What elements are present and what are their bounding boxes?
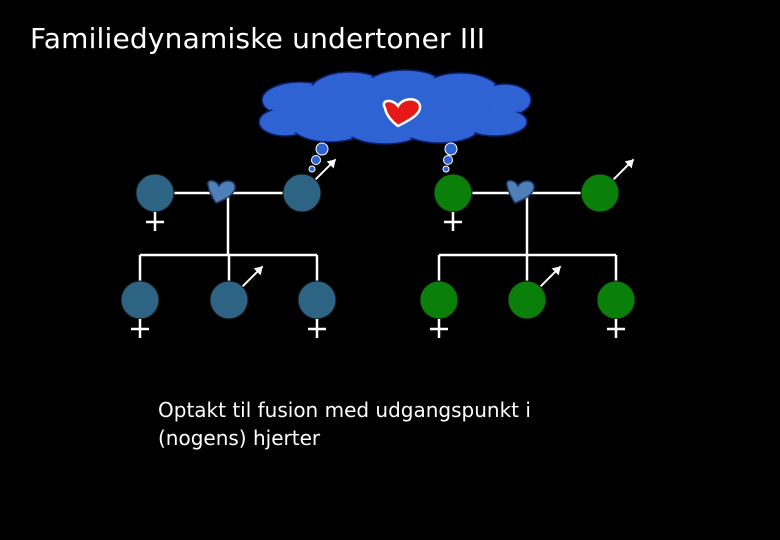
male-symbol <box>612 158 635 181</box>
caption: Optakt til fusion med udgangspunkt i (no… <box>158 396 531 452</box>
parent-male <box>580 173 620 213</box>
thought-cloud-icon <box>258 69 532 145</box>
female-symbol <box>444 212 462 231</box>
thought-bubble <box>444 142 458 156</box>
parent-female <box>135 173 175 213</box>
thought-bubble <box>442 165 450 173</box>
caption-line-1: Optakt til fusion med udgangspunkt i <box>158 398 531 422</box>
child-female <box>596 280 636 320</box>
parent-male <box>282 173 322 213</box>
child-unknown <box>209 280 249 320</box>
red-heart-icon <box>382 98 422 128</box>
female-symbol <box>146 212 164 231</box>
heart-icon <box>207 179 236 204</box>
thought-bubble <box>308 165 316 173</box>
female-symbol <box>607 319 625 338</box>
heart-icon <box>506 179 535 204</box>
male-symbol <box>539 265 562 288</box>
parent-female <box>433 173 473 213</box>
heart-icon <box>382 98 422 128</box>
female-symbol <box>430 319 448 338</box>
thought-bubble <box>315 142 329 156</box>
child-female <box>419 280 459 320</box>
male-symbol <box>314 158 337 181</box>
thought-bubble <box>443 155 453 165</box>
caption-line-2: (nogens) hjerter <box>158 426 321 450</box>
thought-bubble <box>311 155 321 165</box>
female-symbol <box>131 319 149 338</box>
family-trees <box>120 158 636 338</box>
child-unknown <box>507 280 547 320</box>
family-left <box>120 158 337 338</box>
male-symbol <box>241 265 264 288</box>
child-female <box>120 280 160 320</box>
family-right <box>419 158 636 338</box>
female-symbol <box>308 319 326 338</box>
child-female <box>297 280 337 320</box>
thought-bubble-trails <box>308 142 458 173</box>
slide-title: Familiedynamiske undertoner III <box>30 22 486 55</box>
